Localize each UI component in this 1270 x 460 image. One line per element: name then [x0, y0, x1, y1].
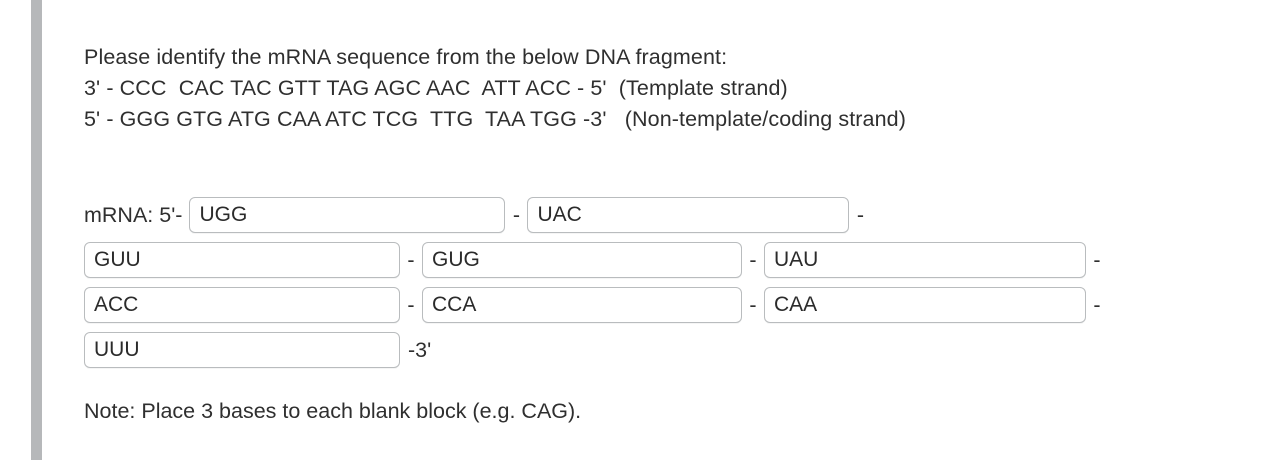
- row-1-separator-1: -: [512, 203, 521, 227]
- coding-strand-line: 5' - GGG GTG ATG CAA ATC TCG TTG TAA TGG…: [84, 107, 906, 131]
- row-1-trailing-dash: -: [856, 203, 865, 227]
- codon-input-8[interactable]: [764, 287, 1086, 323]
- row-3-separator-1: -: [407, 293, 415, 317]
- instruction-line: Please identify the mRNA sequence from t…: [84, 45, 728, 69]
- template-strand-line: 3' - CCC CAC TAC GTT TAG AGC AAC ATT ACC…: [84, 76, 788, 100]
- codon-input-5[interactable]: [764, 242, 1086, 278]
- codon-input-4[interactable]: [422, 242, 742, 278]
- answer-row-3: - - -: [84, 286, 1204, 324]
- answer-row-1: mRNA: 5'- - -: [84, 196, 1204, 234]
- row-3-separator-2: -: [749, 293, 757, 317]
- question-prompt: Please identify the mRNA sequence from t…: [84, 42, 1204, 135]
- codon-input-3[interactable]: [84, 242, 400, 278]
- question-content: Please identify the mRNA sequence from t…: [84, 0, 1244, 460]
- row-3-trailing-dash: -: [1093, 293, 1101, 317]
- mrna-prefix-label: mRNA: 5'-: [84, 203, 183, 227]
- answer-row-4: -3': [84, 331, 1204, 369]
- instruction-note: Note: Place 3 bases to each blank block …: [84, 399, 582, 423]
- row-2-trailing-dash: -: [1093, 248, 1101, 272]
- mrna-suffix-label: -3': [408, 338, 432, 362]
- row-2-separator-1: -: [407, 248, 415, 272]
- row-2-separator-2: -: [749, 248, 757, 272]
- codon-input-1[interactable]: [189, 197, 506, 233]
- codon-input-7[interactable]: [422, 287, 742, 323]
- codon-input-6[interactable]: [84, 287, 400, 323]
- codon-input-9[interactable]: [84, 332, 400, 368]
- codon-input-2[interactable]: [527, 197, 850, 233]
- answer-inputs: mRNA: 5'- - - - - - - - - -3': [84, 196, 1204, 376]
- answer-row-2: - - -: [84, 241, 1204, 279]
- left-accent-rail: [31, 0, 42, 460]
